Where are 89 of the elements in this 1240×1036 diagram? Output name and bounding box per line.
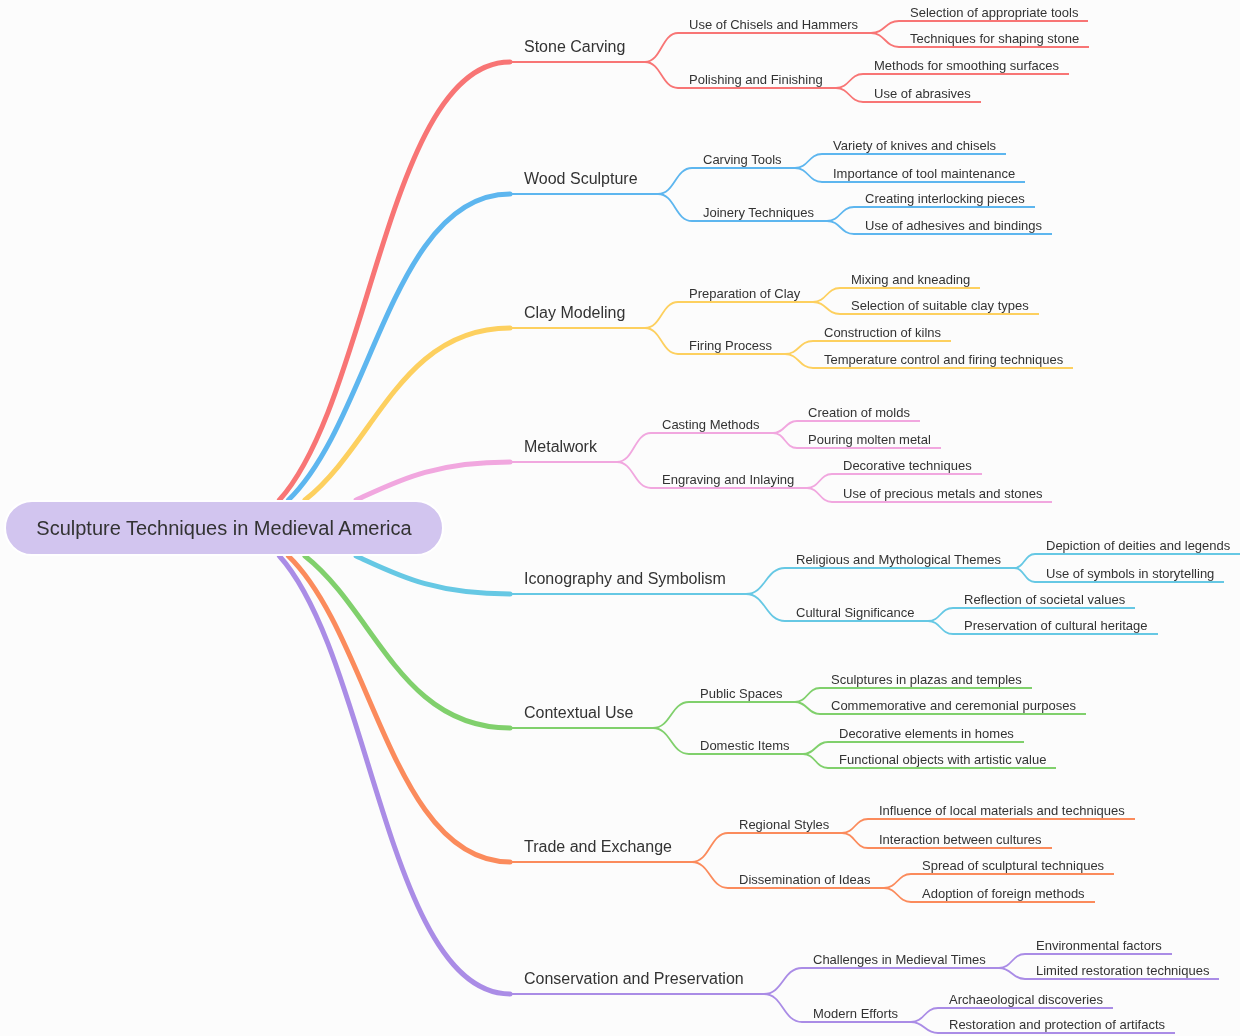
subtopic: Firing Process bbox=[678, 338, 786, 355]
main-topic: Wood Sculpture bbox=[510, 169, 658, 195]
subtopic: Dissemination of Ideas bbox=[728, 872, 884, 889]
branch-line bbox=[745, 593, 786, 622]
branch-line bbox=[285, 553, 513, 865]
subtopic: Casting Methods bbox=[651, 417, 773, 434]
branch-line bbox=[285, 191, 513, 503]
branch-line bbox=[302, 325, 513, 503]
detail-topic: Influence of local materials and techniques bbox=[868, 803, 1135, 820]
branch-line bbox=[910, 1021, 939, 1034]
branch-line bbox=[691, 861, 729, 889]
main-topic: Contextual Use bbox=[510, 703, 654, 729]
detail-topic: Creation of molds bbox=[797, 405, 920, 422]
detail-topic: Use of precious metals and stones bbox=[832, 486, 1053, 503]
detail-topic: Use of symbols in storytelling bbox=[1035, 566, 1225, 583]
detail-topic: Reflection of societal values bbox=[953, 592, 1136, 609]
detail-topic: Selection of suitable clay types bbox=[840, 298, 1039, 315]
main-topic: Conservation and Preservation bbox=[510, 969, 764, 995]
main-topic: Trade and Exchange bbox=[510, 837, 692, 863]
branch-line bbox=[772, 432, 798, 449]
branch-line bbox=[644, 327, 679, 355]
branch-line bbox=[826, 220, 855, 235]
detail-topic: Adoption of foreign methods bbox=[911, 886, 1095, 903]
detail-topic: Mixing and kneading bbox=[840, 272, 981, 289]
branch-line bbox=[1013, 567, 1036, 583]
detail-topic: Functional objects with artistic value bbox=[828, 752, 1057, 769]
detail-topic: Restoration and protection of artifacts bbox=[938, 1017, 1176, 1034]
main-topic: Metalwork bbox=[510, 437, 617, 463]
detail-topic: Use of adhesives and bindings bbox=[854, 218, 1053, 235]
branch-line bbox=[870, 32, 900, 48]
branch-line bbox=[784, 353, 814, 369]
branch-line bbox=[644, 61, 679, 89]
branch-line bbox=[806, 487, 833, 503]
subtopic: Polishing and Finishing bbox=[678, 72, 836, 89]
branch-line bbox=[883, 887, 912, 903]
branch-line bbox=[353, 459, 513, 503]
branch-line bbox=[616, 461, 652, 489]
detail-topic: Decorative elements in homes bbox=[828, 726, 1024, 743]
branch-line bbox=[812, 301, 841, 315]
subtopic: Regional Styles bbox=[728, 817, 843, 834]
detail-topic: Pouring molten metal bbox=[797, 432, 941, 449]
subtopic: Engraving and Inlaying bbox=[651, 472, 808, 489]
detail-topic: Methods for smoothing surfaces bbox=[863, 58, 1069, 75]
branch-line bbox=[998, 967, 1026, 980]
subtopic: Challenges in Medieval Times bbox=[802, 952, 999, 969]
detail-topic: Variety of knives and chisels bbox=[822, 138, 1007, 155]
detail-topic: Interaction between cultures bbox=[868, 832, 1052, 849]
branch-line bbox=[841, 832, 869, 849]
central-topic: Sculpture Techniques in Medieval America bbox=[4, 500, 444, 556]
detail-topic: Archaeological discoveries bbox=[938, 992, 1113, 1009]
branch-line bbox=[652, 727, 690, 755]
branch-line bbox=[276, 553, 513, 997]
branch-line bbox=[657, 193, 693, 222]
subtopic: Modern Efforts bbox=[802, 1006, 912, 1023]
detail-topic: Temperature control and firing techniques bbox=[813, 352, 1074, 369]
detail-topic: Techniques for shaping stone bbox=[899, 31, 1090, 48]
subtopic: Use of Chisels and Hammers bbox=[678, 17, 872, 34]
detail-topic: Commemorative and ceremonial purposes bbox=[820, 698, 1086, 715]
branch-line bbox=[763, 993, 803, 1023]
detail-topic: Environmental factors bbox=[1025, 938, 1172, 955]
branch-line bbox=[835, 87, 864, 103]
branch-line bbox=[302, 553, 513, 731]
detail-topic: Creating interlocking pieces bbox=[854, 191, 1035, 208]
detail-topic: Preservation of cultural heritage bbox=[953, 618, 1158, 635]
subtopic: Religious and Mythological Themes bbox=[785, 552, 1014, 569]
main-topic: Iconography and Symbolism bbox=[510, 569, 746, 595]
detail-topic: Sculptures in plazas and temples bbox=[820, 672, 1032, 689]
subtopic: Joinery Techniques bbox=[692, 205, 828, 222]
detail-topic: Construction of kilns bbox=[813, 325, 952, 342]
branch-line bbox=[794, 701, 821, 715]
branch-line bbox=[794, 167, 823, 183]
main-topic: Stone Carving bbox=[510, 37, 646, 63]
detail-topic: Spread of sculptural techniques bbox=[911, 858, 1115, 875]
subtopic: Public Spaces bbox=[689, 686, 796, 703]
subtopic: Cultural Significance bbox=[785, 605, 928, 622]
detail-topic: Depiction of deities and legends bbox=[1035, 538, 1240, 555]
branch-line bbox=[276, 59, 513, 503]
subtopic: Preparation of Clay bbox=[678, 286, 814, 303]
detail-topic: Selection of appropriate tools bbox=[899, 5, 1089, 22]
detail-topic: Limited restoration techniques bbox=[1025, 963, 1220, 980]
branch-line bbox=[802, 753, 829, 769]
subtopic: Carving Tools bbox=[692, 152, 795, 169]
branch-line bbox=[927, 620, 954, 635]
main-topic: Clay Modeling bbox=[510, 303, 646, 329]
detail-topic: Importance of tool maintenance bbox=[822, 166, 1026, 183]
detail-topic: Decorative techniques bbox=[832, 458, 982, 475]
detail-topic: Use of abrasives bbox=[863, 86, 981, 103]
branch-line bbox=[353, 553, 513, 597]
subtopic: Domestic Items bbox=[689, 738, 803, 755]
